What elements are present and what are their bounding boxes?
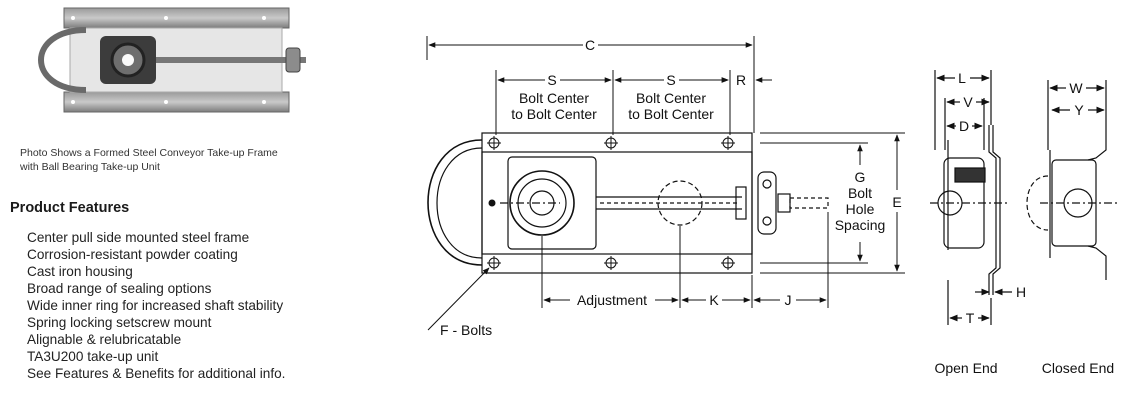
closed-end-view <box>1026 80 1120 280</box>
dim-adjustment-label: Adjustment <box>577 292 647 308</box>
dim-g-spacing: Spacing <box>835 217 886 233</box>
closed-end-label: Closed End <box>1042 360 1114 376</box>
feature-item: Wide inner ring for increased shaft stab… <box>27 298 284 313</box>
dim-s-left-label: S <box>547 72 556 88</box>
dim-r-label: R <box>736 72 746 88</box>
feature-item: Spring locking setscrew mount <box>27 315 212 330</box>
bearing-outer <box>509 170 575 236</box>
dim-h-label: H <box>1016 284 1026 300</box>
product-features-list: Center pull side mounted steel frame Cor… <box>27 229 285 382</box>
feature-item: Cast iron housing <box>27 264 133 279</box>
bolt-center-right-line2: to Bolt Center <box>628 106 714 122</box>
bearing-inner <box>517 178 567 228</box>
open-end-view <box>930 70 1012 325</box>
open-end-label: Open End <box>934 360 997 376</box>
dim-c-label: C <box>585 37 595 53</box>
dim-s-right-label: S <box>666 72 675 88</box>
product-photo <box>38 7 306 113</box>
bolt-center-left-line1: Bolt Center <box>519 90 589 106</box>
bearing-adjusted-position <box>657 180 703 226</box>
photo-caption: Photo Shows a Formed Steel Conveyor Take… <box>20 146 320 174</box>
f-bolts-label: F - Bolts <box>440 322 492 338</box>
frame-channel <box>481 151 753 255</box>
feature-item: Broad range of sealing options <box>27 281 212 296</box>
feature-item: Corrosion-resistant powder coating <box>27 247 238 262</box>
dim-j-label: J <box>785 292 792 308</box>
dim-k-label: K <box>709 292 719 308</box>
pull-loop <box>427 139 483 266</box>
product-features-title: Product Features <box>10 200 130 216</box>
dim-y-label: Y <box>1074 102 1084 118</box>
bolt-center-right-line1: Bolt Center <box>636 90 706 106</box>
dim-e-label: E <box>892 194 901 210</box>
dim-l-label: L <box>958 70 966 86</box>
feature-item: Center pull side mounted steel frame <box>27 230 250 245</box>
feature-item: Alignable & relubricatable <box>27 332 182 347</box>
dim-g-hole: Hole <box>846 201 875 217</box>
photo-caption-line-2: with Ball Bearing Take-up Unit <box>20 161 160 173</box>
dim-w-label: W <box>1069 80 1083 96</box>
bolt-center-left-line2: to Bolt Center <box>511 106 597 122</box>
dim-g-bolt: Bolt <box>848 185 872 201</box>
dim-v-label: V <box>963 94 973 110</box>
dim-d-label: D <box>959 118 969 134</box>
feature-item: See Features & Benefits for additional i… <box>27 366 286 381</box>
pull-loop-inner <box>436 147 483 259</box>
dim-g-label: G <box>855 169 866 185</box>
photo-caption-line-1: Photo Shows a Formed Steel Conveyor Take… <box>20 147 278 159</box>
feature-item: TA3U200 take-up unit <box>27 349 159 364</box>
end-bracket <box>757 171 777 235</box>
dim-t-label: T <box>966 310 975 326</box>
